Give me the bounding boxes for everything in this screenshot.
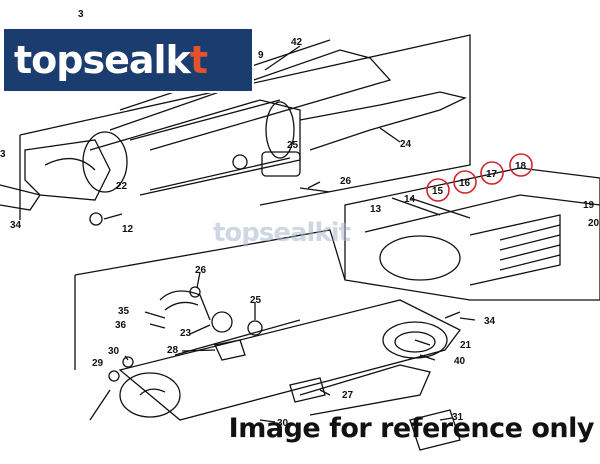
reference-caption: Image for reference only xyxy=(228,413,595,444)
callout-27: 27 xyxy=(342,390,354,401)
callout-3: 3 xyxy=(78,9,84,20)
logo-text-tail: t xyxy=(189,38,208,82)
callout-21: 21 xyxy=(460,340,472,351)
callout-15: 15 xyxy=(432,186,444,197)
callout-14: 14 xyxy=(404,194,416,205)
callout-40: 40 xyxy=(454,356,466,367)
callout-23: 23 xyxy=(180,328,192,339)
callout-22: 22 xyxy=(116,181,128,192)
callout-26-upper: 26 xyxy=(340,176,352,187)
topsealkit-logo: topsealkt xyxy=(2,27,254,93)
callout-16: 16 xyxy=(459,178,471,189)
callout-30-lower: 30 xyxy=(277,418,289,429)
callout-18: 18 xyxy=(515,161,527,172)
callout-24: 24 xyxy=(400,139,412,150)
callout-29: 29 xyxy=(92,358,104,369)
callout-20: 20 xyxy=(588,218,600,229)
callout-3-left: 3 xyxy=(0,149,6,160)
callout-12: 12 xyxy=(122,224,134,235)
watermark: topsealkit xyxy=(213,218,351,248)
callout-36: 36 xyxy=(115,320,127,331)
callout-25-upper: 25 xyxy=(287,140,299,151)
callout-9: 9 xyxy=(258,50,264,61)
callout-42: 42 xyxy=(291,37,303,48)
callout-31: 31 xyxy=(452,412,464,423)
callout-34-upper: 34 xyxy=(10,220,22,231)
callout-30-left: 30 xyxy=(108,346,120,357)
callout-26-lower: 26 xyxy=(195,265,207,276)
callout-34-lower: 34 xyxy=(484,316,496,327)
callout-25-lower: 25 xyxy=(250,295,262,306)
logo-wordmark: topsealkt xyxy=(14,38,208,82)
callout-35: 35 xyxy=(118,306,130,317)
logo-text-main: topsealk xyxy=(14,38,191,82)
callout-28: 28 xyxy=(167,345,179,356)
callout-19: 19 xyxy=(583,200,595,211)
callout-17: 17 xyxy=(486,169,498,180)
callout-13: 13 xyxy=(370,204,382,215)
